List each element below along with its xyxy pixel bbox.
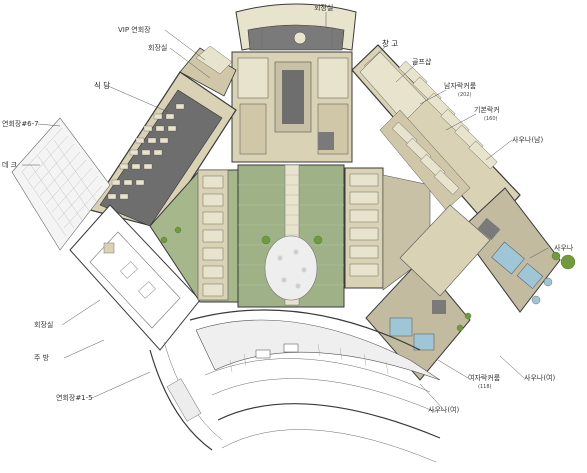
- label-hall-room-left: 회장실: [34, 320, 53, 329]
- entrance-drive: [189, 309, 441, 463]
- leader-lines: [22, 12, 549, 411]
- label-storage: 창 고: [382, 39, 398, 48]
- left-wing: [11, 45, 237, 451]
- label-kitchen: 주 방: [34, 353, 50, 362]
- label-mens-locker-count: (202): [458, 92, 471, 98]
- central-core: [231, 51, 353, 163]
- label-banquet-6-7: 연회장#6-7: [2, 119, 39, 128]
- label-golf-shop: 골프샵: [412, 57, 432, 66]
- right-wing: [351, 44, 576, 381]
- label-sauna-men: 사우나(남): [512, 135, 543, 144]
- label-sauna-women-right: 사우나(여): [524, 373, 555, 382]
- label-general-locker-count: (160): [484, 116, 497, 122]
- label-vip-room: VIP 연회장: [118, 25, 151, 34]
- plan-labels: VIP 연회장 회장실 식 당 연회장#6-7 데 크 회장실 창 고 골프샵 …: [2, 3, 574, 414]
- label-chairman-room: 회장실: [148, 43, 167, 52]
- label-deck: 데 크: [2, 161, 18, 169]
- label-hall-room-top: 회장실: [314, 3, 333, 12]
- label-restaurant: 식 당: [94, 80, 110, 90]
- label-mens-locker: 남자락커룸: [444, 81, 477, 90]
- central-courtyard: [149, 164, 431, 308]
- label-sauna-small: 사우나: [554, 243, 574, 252]
- label-general-locker: 기본락커: [474, 105, 500, 114]
- label-womens-locker: 여자락커룸: [468, 373, 501, 382]
- top-lobby-block: [235, 3, 357, 51]
- label-sauna-women-bottom: 사우나(여): [428, 405, 459, 414]
- label-banquet-1-5: 연회장#1-5: [56, 393, 93, 402]
- label-womens-locker-count: (118): [478, 384, 491, 390]
